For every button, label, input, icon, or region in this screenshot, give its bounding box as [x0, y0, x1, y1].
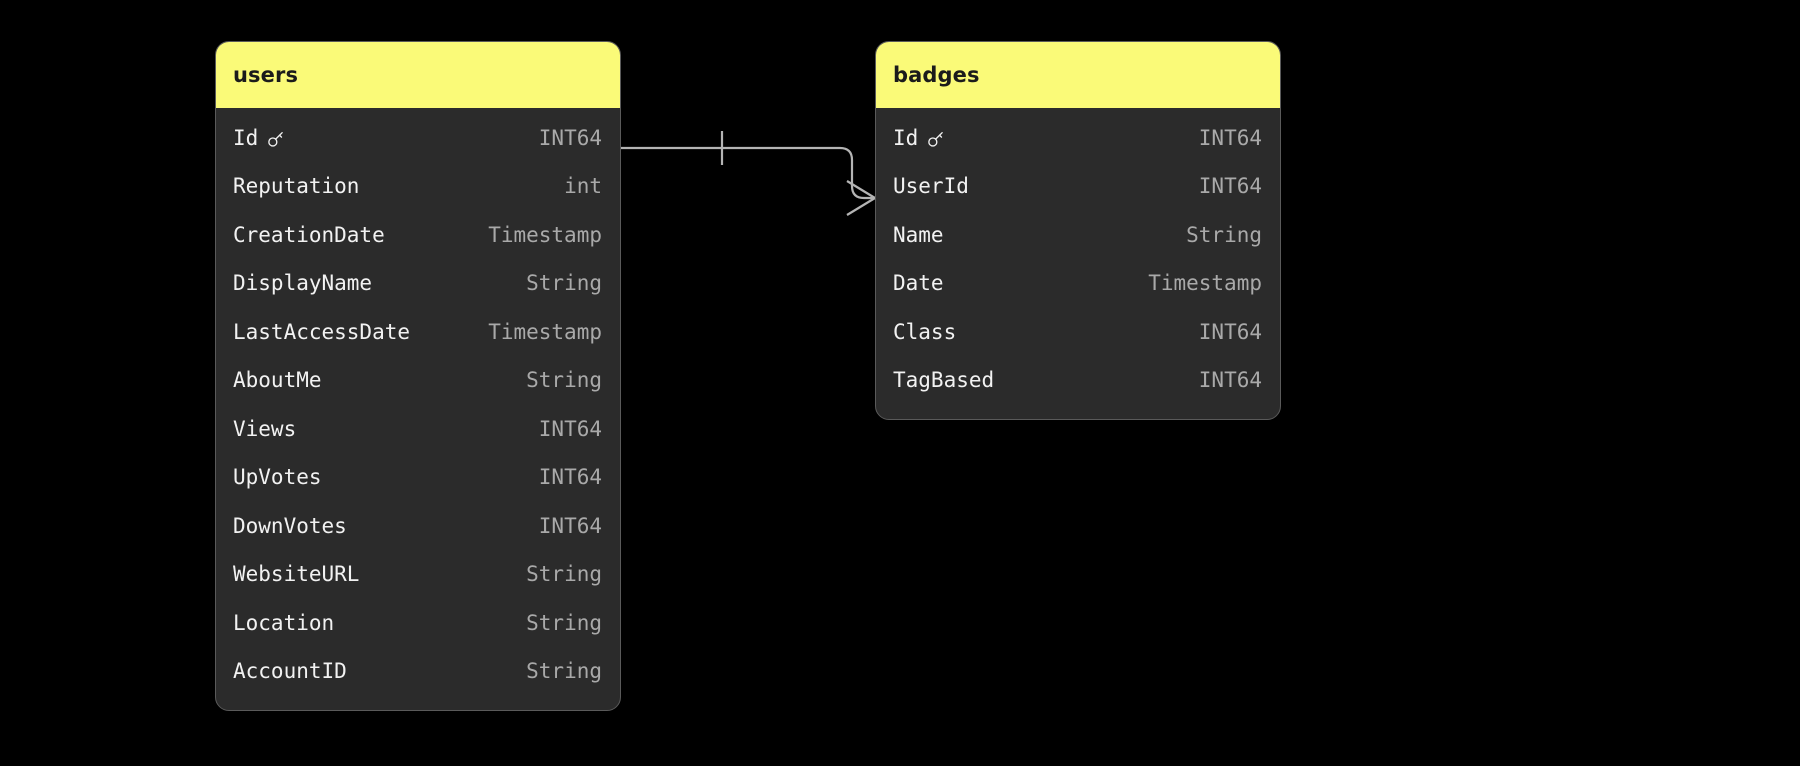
column-name-text: TagBased [893, 368, 995, 393]
column-name-cell: LastAccessDate [233, 319, 411, 344]
table-row[interactable]: DownVotes INT64 [216, 502, 620, 551]
column-name-text: Views [233, 416, 297, 441]
table-row[interactable]: LastAccessDate Timestamp [216, 308, 620, 357]
erd-table-title-users: users [216, 42, 620, 108]
table-row[interactable]: Class INT64 [876, 308, 1280, 357]
table-row[interactable]: Name String [876, 211, 1280, 260]
table-row[interactable]: Date Timestamp [876, 260, 1280, 309]
erd-table-users[interactable]: users Id INT64 Reputatio [215, 41, 621, 711]
column-type-cell: Timestamp [488, 222, 602, 247]
table-row[interactable]: Reputation int [216, 163, 620, 212]
column-name-text: Id [893, 125, 919, 150]
column-name-cell: CreationDate [233, 222, 385, 247]
relationship-line [621, 146, 875, 200]
column-name-text: Id [233, 125, 259, 150]
erd-columns-badges: Id INT64 UserId INT64 [876, 108, 1280, 419]
column-name-text: Reputation [233, 174, 360, 199]
key-icon [266, 130, 285, 149]
column-type-cell: int [564, 174, 602, 199]
table-row[interactable]: Id INT64 [876, 114, 1280, 163]
column-type-cell: INT64 [1198, 125, 1262, 150]
column-name-cell: DownVotes [233, 513, 347, 538]
erd-table-title-badges: badges [876, 42, 1280, 108]
column-name-cell: Views [233, 416, 297, 441]
column-name-cell: AccountID [233, 661, 347, 682]
erd-columns-users: Id INT64 Reputation int [216, 108, 620, 710]
column-name-text: WebsiteURL [233, 562, 360, 587]
column-type-cell: INT64 [538, 465, 602, 490]
table-row[interactable]: UserId INT64 [876, 163, 1280, 212]
column-name-cell: Date [893, 273, 944, 294]
column-type-cell: INT64 [1198, 174, 1262, 199]
column-type-cell: INT64 [538, 125, 602, 150]
table-row[interactable]: AboutMe String [216, 357, 620, 406]
column-name-cell: UpVotes [233, 467, 322, 488]
column-type-cell: Timestamp [1148, 271, 1262, 296]
column-name-cell: Reputation [233, 176, 359, 197]
cardinality-many-marker [846, 180, 876, 216]
column-type-cell: String [526, 368, 602, 393]
table-row[interactable]: AccountID String [216, 648, 620, 697]
table-row[interactable]: TagBased INT64 [876, 357, 1280, 406]
column-name-text: AboutMe [233, 368, 322, 393]
column-name-text: Date [893, 271, 944, 296]
column-name-cell: DisplayName [233, 273, 372, 294]
column-name-cell: UserId [893, 176, 969, 197]
column-type-cell: INT64 [538, 416, 602, 441]
column-name-cell: Id [893, 125, 945, 150]
column-name-text: UserId [893, 174, 969, 199]
column-type-cell: INT64 [538, 513, 602, 538]
column-name-text: LastAccessDate [233, 319, 411, 344]
column-name-text: DownVotes [233, 513, 347, 538]
table-row[interactable]: UpVotes INT64 [216, 454, 620, 503]
column-name-text: Location [233, 610, 335, 635]
table-row[interactable]: Id INT64 [216, 114, 620, 163]
key-icon [926, 130, 945, 149]
column-type-cell: String [1186, 222, 1262, 247]
column-name-text: CreationDate [233, 222, 385, 247]
column-name-text: Name [893, 222, 944, 247]
column-type-cell: String [526, 610, 602, 635]
column-type-cell: INT64 [1198, 319, 1262, 344]
column-name-cell: AboutMe [233, 370, 322, 391]
table-row[interactable]: Views INT64 [216, 405, 620, 454]
column-name-text: DisplayName [233, 271, 373, 296]
table-row[interactable]: CreationDate Timestamp [216, 211, 620, 260]
column-name-cell: Location [233, 610, 335, 635]
table-row[interactable]: Location String [216, 599, 620, 648]
column-type-cell: Timestamp [488, 319, 602, 344]
column-type-cell: String [526, 562, 602, 587]
column-type-cell: String [526, 659, 602, 684]
column-name-cell: Class [893, 319, 957, 344]
column-name-cell: WebsiteURL [233, 564, 359, 585]
column-type-cell: String [526, 271, 602, 296]
table-row[interactable]: DisplayName String [216, 260, 620, 309]
table-row[interactable]: WebsiteURL String [216, 551, 620, 600]
column-type-cell: INT64 [1198, 368, 1262, 393]
erd-table-badges[interactable]: badges Id INT64 UserId [875, 41, 1281, 420]
column-name-cell: TagBased [893, 370, 994, 391]
column-name-text: AccountID [233, 659, 347, 684]
column-name-cell: Name [893, 222, 944, 247]
column-name-cell: Id [233, 125, 285, 150]
column-name-text: UpVotes [233, 465, 322, 490]
column-name-text: Class [893, 319, 957, 344]
